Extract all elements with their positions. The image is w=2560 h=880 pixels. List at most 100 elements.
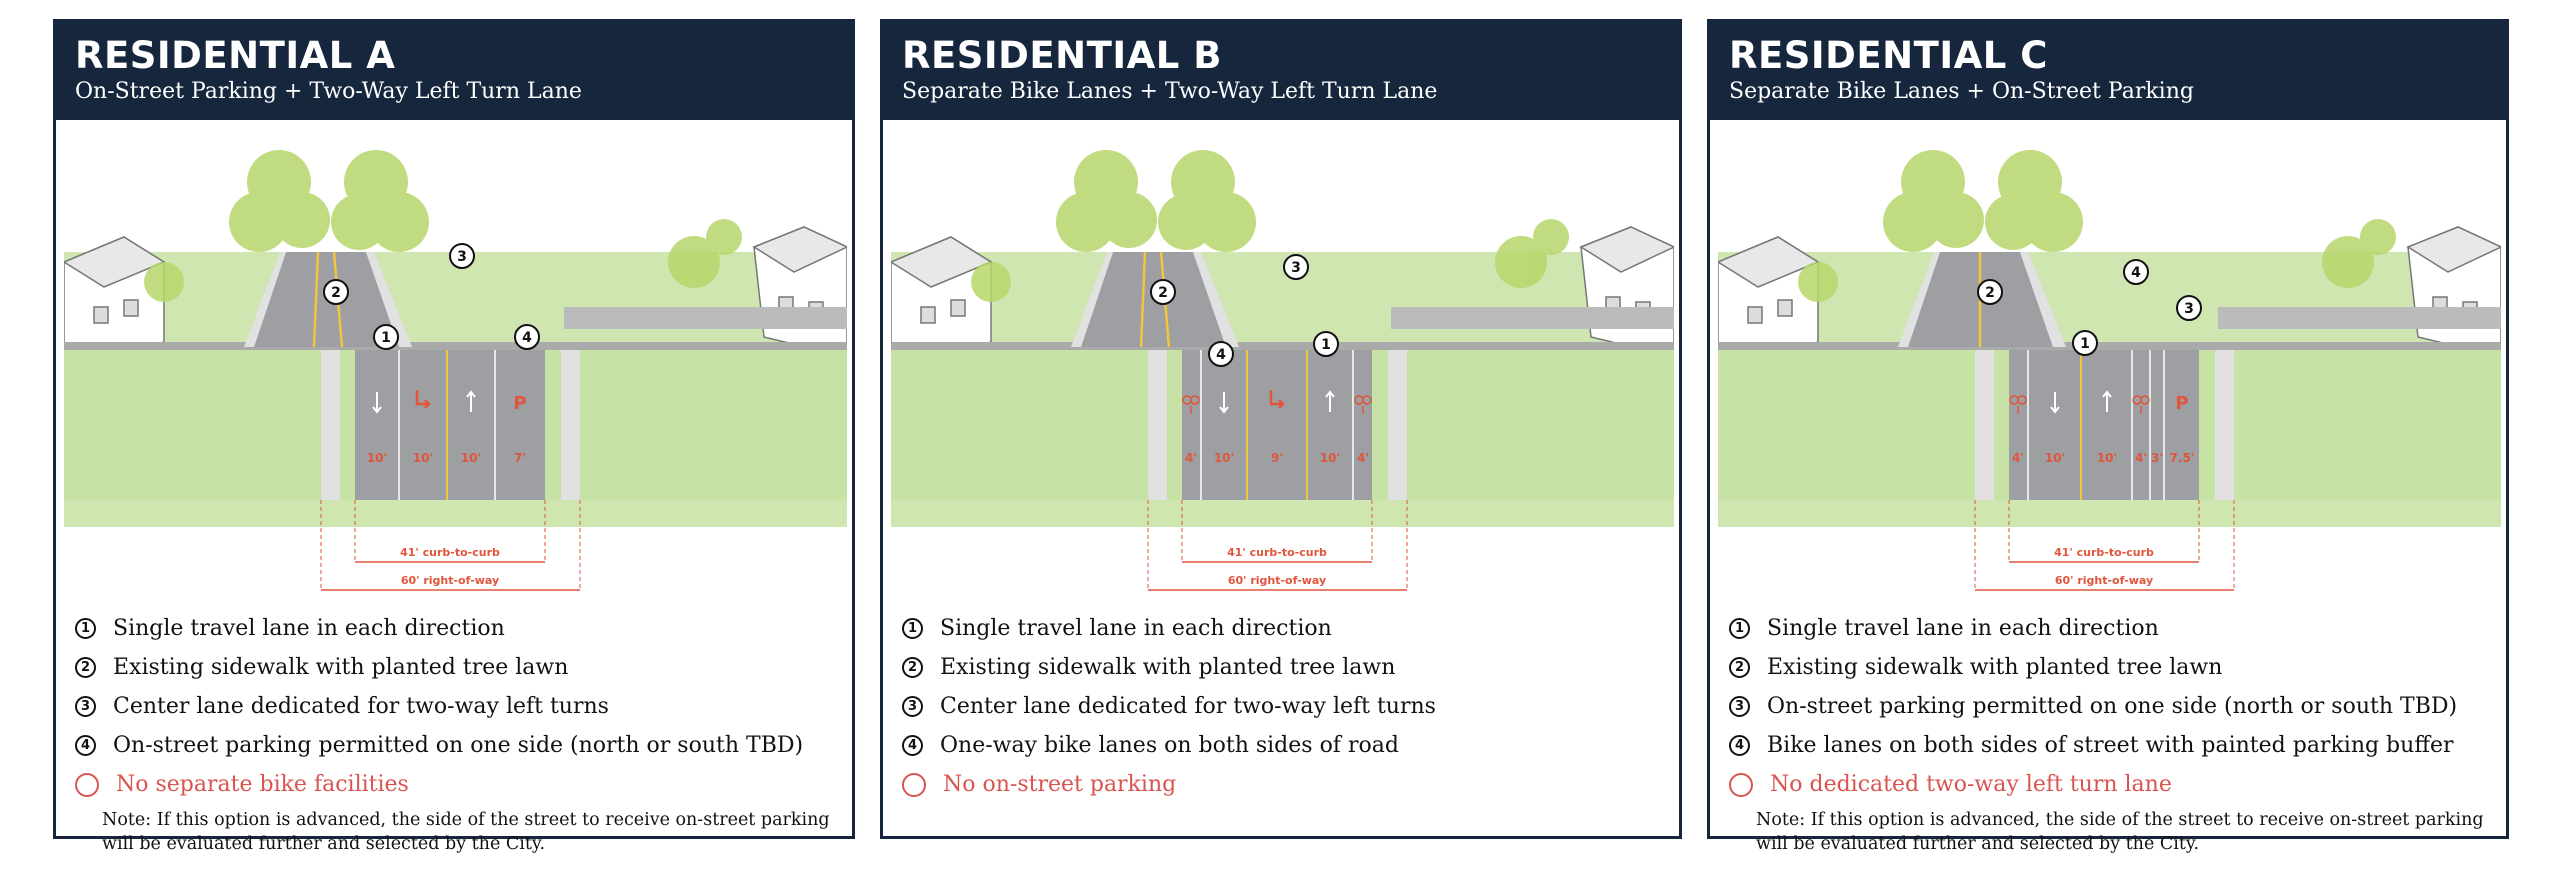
number-2-icon: 2: [75, 657, 96, 678]
street-illustration: P 10' 10' 10' 7' 41' curb-to-curb 60' ri…: [64, 142, 847, 591]
svg-text:4: 4: [522, 330, 532, 346]
number-1-icon: 1: [75, 618, 96, 639]
number-2-icon: 2: [902, 657, 923, 678]
lane-width: 10': [1214, 451, 1234, 465]
lane-width: 10': [2097, 451, 2117, 465]
bike-icon: [2009, 395, 2027, 414]
number-3-icon: 3: [75, 696, 96, 717]
legend-text: Center lane dedicated for two-way left t…: [113, 694, 609, 719]
note-text: Note: If this option is advanced, the si…: [102, 810, 830, 854]
legend-text: Single travel lane in each direction: [940, 616, 1332, 641]
arrow-down-icon: [2050, 392, 2060, 414]
legend-item: 2 Existing sidewalk with planted tree law…: [75, 648, 835, 687]
sidewalk-right: [561, 350, 580, 500]
left-turn-icon: [415, 390, 431, 409]
section-roadway: [355, 350, 545, 500]
number-4-icon: 4: [902, 735, 923, 756]
parking-icon: P: [2175, 393, 2188, 414]
callout-2: 2: [1977, 279, 2003, 305]
street-illustration: 4' 10' 9' 10' 4' 41' curb-to-curb 60' ri…: [891, 142, 1674, 591]
panel-header: RESIDENTIAL C Separate Bike Lanes + On-S…: [1710, 22, 2506, 120]
number-3-icon: 3: [902, 696, 923, 717]
missing-text: No separate bike facilities: [116, 772, 409, 797]
right-of-way-label: 60' right-of-way: [2055, 574, 2153, 587]
callout-2: 2: [323, 279, 349, 305]
callout-4: 4: [1208, 341, 1234, 367]
legend-item: 1 Single travel lane in each direction: [902, 609, 1662, 648]
number-1-icon: 1: [1729, 618, 1750, 639]
lane-width: 9': [1271, 451, 1283, 465]
panel-subtitle: Separate Bike Lanes + On-Street Parking: [1729, 79, 2194, 104]
svg-text:4: 4: [1216, 347, 1226, 363]
lane-width: 4': [2012, 451, 2024, 465]
legend-text: Existing sidewalk with planted tree lawn: [113, 655, 569, 680]
bike-icon: [2132, 395, 2150, 414]
panel-title: RESIDENTIAL A: [75, 34, 396, 77]
lane-width: 7': [514, 451, 526, 465]
callout-1: 1: [373, 324, 399, 350]
right-of-way-label: 60' right-of-way: [401, 574, 499, 587]
tree-icon: [971, 150, 1569, 302]
lane-width: 4': [1185, 451, 1197, 465]
lane-width: 3': [2151, 451, 2163, 465]
arrow-down-icon: [1219, 392, 1229, 414]
left-turn-icon: [1269, 390, 1285, 409]
lane-width: 4': [1357, 451, 1369, 465]
house-right-icon: [1579, 226, 1674, 358]
callout-2: 2: [1150, 279, 1176, 305]
panel-title: RESIDENTIAL C: [1729, 34, 2048, 77]
legend-item: 1 Single travel lane in each direction: [75, 609, 835, 648]
tree-icon: [1798, 150, 2396, 302]
callout-1: 1: [1313, 331, 1339, 357]
svg-text:4: 4: [2131, 265, 2141, 281]
svg-text:1: 1: [2080, 336, 2090, 352]
svg-text:2: 2: [1158, 285, 1168, 301]
legend-missing: No on-street parking: [902, 765, 1662, 804]
street-illustration: P 4' 10' 10' 4' 3' 7.5' 41' curb-to-curb…: [1718, 142, 2501, 591]
empty-circle-icon: [1729, 772, 1753, 797]
legend-text: On-street parking permitted on one side …: [1767, 694, 2458, 719]
panel-subtitle: Separate Bike Lanes + Two-Way Left Turn …: [902, 79, 1438, 104]
legend-text: Single travel lane in each direction: [113, 616, 505, 641]
lane-width: 10': [413, 451, 433, 465]
svg-text:2: 2: [1985, 285, 1995, 301]
bike-icon: [1354, 395, 1372, 414]
svg-text:2: 2: [331, 285, 341, 301]
legend-text: Existing sidewalk with planted tree lawn: [1767, 655, 2223, 680]
right-of-way-label: 60' right-of-way: [1228, 574, 1326, 587]
number-2-icon: 2: [1729, 657, 1750, 678]
number-3-icon: 3: [1729, 696, 1750, 717]
legend-missing: No separate bike facilities: [75, 765, 835, 804]
cross-street: [64, 342, 847, 350]
panel-header: RESIDENTIAL B Separate Bike Lanes + Two-…: [883, 22, 1679, 120]
lane-width: 10': [2045, 451, 2065, 465]
lane-width: 10': [1320, 451, 1340, 465]
legend-item: 3 Center lane dedicated for two-way left …: [75, 687, 835, 726]
house-right-icon: [2406, 226, 2501, 358]
callout-1: 1: [2072, 330, 2098, 356]
empty-circle-icon: [902, 772, 926, 797]
tree-icon: [144, 150, 742, 302]
arrow-down-icon: [372, 392, 382, 414]
legend-item: 2 Existing sidewalk with planted tree law…: [1729, 648, 2489, 687]
parking-icon: P: [513, 393, 526, 414]
legend-item: 3 On-street parking permitted on one side…: [1729, 687, 2489, 726]
number-1-icon: 1: [902, 618, 923, 639]
panel-residential-b: RESIDENTIAL B Separate Bike Lanes + Two-…: [880, 19, 1682, 839]
number-4-icon: 4: [1729, 735, 1750, 756]
curb-to-curb-label: 41' curb-to-curb: [1227, 546, 1327, 559]
curb-to-curb-label: 41' curb-to-curb: [2054, 546, 2154, 559]
svg-text:1: 1: [1321, 337, 1331, 353]
lane-width: 10': [367, 451, 387, 465]
house-left-icon: [64, 236, 166, 373]
callout-3: 3: [449, 243, 475, 269]
note-text: Note: If this option is advanced, the si…: [1756, 810, 2484, 854]
legend-missing: No dedicated two-way left turn lane: [1729, 765, 2489, 804]
